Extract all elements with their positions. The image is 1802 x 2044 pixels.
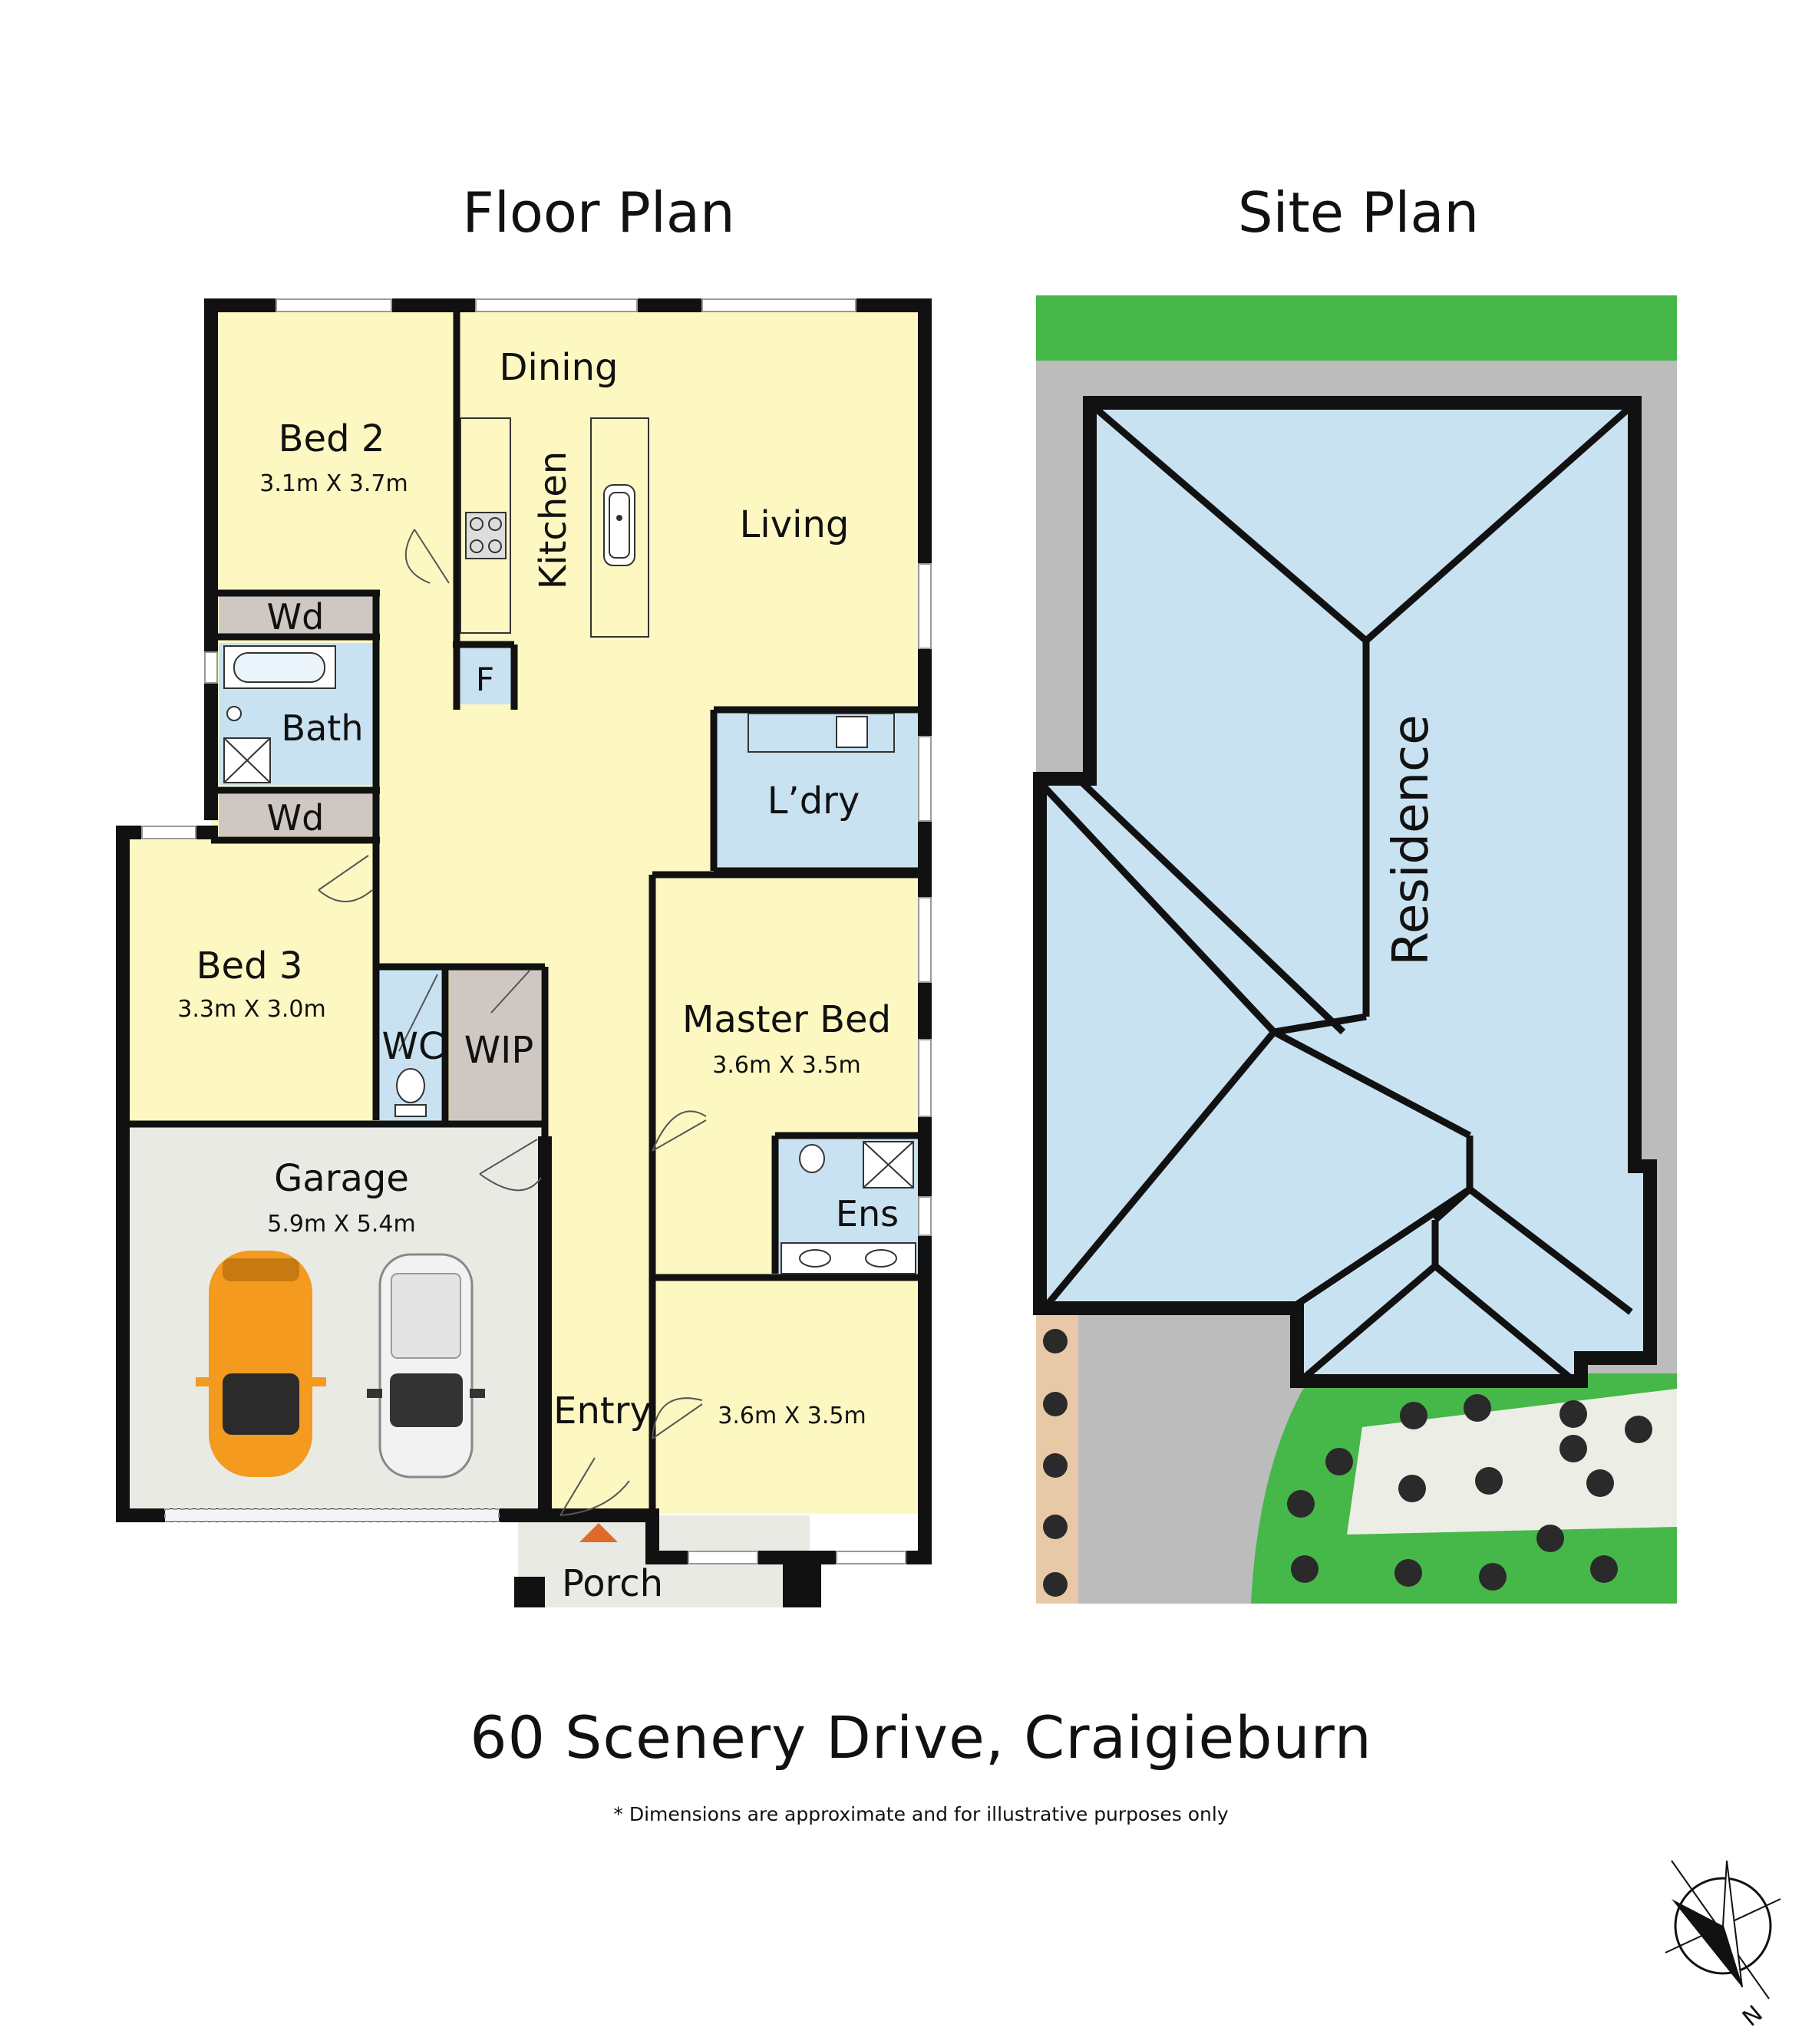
ensuite-toilet-icon [799, 1144, 825, 1173]
shrub-icon [1043, 1329, 1068, 1353]
garage-dimensions: 5.9m X 5.4m [267, 1211, 416, 1238]
shrub-icon [1590, 1555, 1618, 1583]
porch-arrow-icon [579, 1523, 618, 1542]
sink-icon [603, 484, 635, 566]
bath-label: Bath [282, 707, 364, 749]
shower-icon [223, 737, 271, 783]
wip-label: WIP [464, 1029, 534, 1072]
shrub-icon [1559, 1435, 1587, 1462]
cooktop-icon [465, 512, 507, 559]
shrub-icon [1287, 1490, 1315, 1518]
shrub-icon [1043, 1453, 1068, 1478]
shrub-icon [1625, 1416, 1652, 1443]
bed2-label: Bed 2 [279, 417, 385, 460]
fridge-label: F [476, 661, 494, 698]
porch-label: Porch [562, 1562, 663, 1605]
wardrobe-bottom-floor [219, 794, 376, 836]
kitchen-island [590, 417, 649, 638]
toilet-icon [394, 1068, 427, 1117]
bed3-dimensions: 3.3m X 3.0m [177, 996, 326, 1023]
shrub-icon [1043, 1392, 1068, 1416]
porch-pillar-right [783, 1561, 821, 1607]
shrub-icon [1398, 1475, 1426, 1502]
car-orange-icon [196, 1251, 326, 1477]
windows [141, 298, 932, 1564]
site-plan: Residence [1033, 295, 1677, 1604]
wip-floor [449, 967, 541, 1124]
laundry-label: L’dry [767, 780, 860, 823]
shrubs [1043, 1329, 1652, 1597]
shrub-icon [1475, 1467, 1503, 1495]
ensuite-label: Ens [836, 1193, 899, 1235]
shrub-icon [1559, 1400, 1587, 1428]
living-label: Living [740, 503, 850, 546]
door-swings [318, 529, 707, 1516]
floor-plan: Dining Kitchen Living Bed 2 3.1m X 3.7m … [116, 298, 932, 1607]
wd-bottom-label: Wd [267, 797, 325, 839]
entry-label: Entry [553, 1390, 652, 1432]
shrub-icon [1400, 1402, 1427, 1429]
car-white-icon [367, 1253, 485, 1479]
residence-roof [1033, 396, 1657, 1388]
wc-label: WC [382, 1025, 444, 1068]
shrub-icon [1394, 1559, 1422, 1587]
master-bed-dimensions: 3.6m X 3.5m [712, 1052, 861, 1079]
bed3-floor [123, 813, 376, 1124]
site-plan-title: Site Plan [1237, 180, 1480, 245]
bathtub-icon [223, 645, 336, 689]
garage-floor [123, 1124, 545, 1512]
bed3-label: Bed 3 [196, 945, 303, 987]
fridge-floor [457, 647, 514, 704]
compass-icon: N [1665, 1860, 1781, 2032]
laundry-trough-icon [748, 713, 895, 753]
garage-label: Garage [274, 1157, 409, 1200]
floor-plan-title: Floor Plan [462, 180, 735, 245]
shrub-icon [1464, 1394, 1491, 1422]
dimensions-disclaimer: * Dimensions are approximate and for ill… [613, 1803, 1229, 1825]
kitchen-label: Kitchen [532, 451, 575, 589]
roof-ridges [1041, 404, 1633, 1380]
wd-top-label: Wd [267, 596, 325, 638]
bed2-dimensions: 3.1m X 3.7m [259, 470, 408, 497]
property-address: 60 Scenery Drive, Craigieburn [470, 1703, 1372, 1772]
room-labels: Dining Kitchen Living Bed 2 3.1m X 3.7m … [177, 346, 899, 1605]
porch-pillar-left [514, 1577, 545, 1607]
shrub-icon [1291, 1555, 1318, 1583]
front-room-dimensions: 3.6m X 3.5m [718, 1403, 866, 1429]
ensuite-vanity-icon [781, 1242, 916, 1274]
ensuite-shower-icon [863, 1141, 914, 1188]
kitchen-bench [460, 417, 511, 634]
shrub-icon [1536, 1525, 1564, 1552]
shrub-icon [1586, 1469, 1614, 1497]
shrub-icon [1043, 1572, 1068, 1597]
shrub-icon [1479, 1563, 1507, 1591]
dining-label: Dining [500, 346, 619, 389]
shrub-icon [1043, 1515, 1068, 1539]
interior-walls [123, 305, 925, 1515]
rear-grass [1036, 295, 1677, 361]
compass-north-label: N [1738, 2000, 1768, 2032]
front-garden-bed [1347, 1389, 1677, 1535]
master-bed-label: Master Bed [682, 998, 891, 1041]
residence-label: Residence [1383, 714, 1440, 965]
shrub-icon [1325, 1448, 1353, 1475]
wardrobe-top-floor [219, 593, 376, 635]
basin-icon [226, 706, 242, 721]
